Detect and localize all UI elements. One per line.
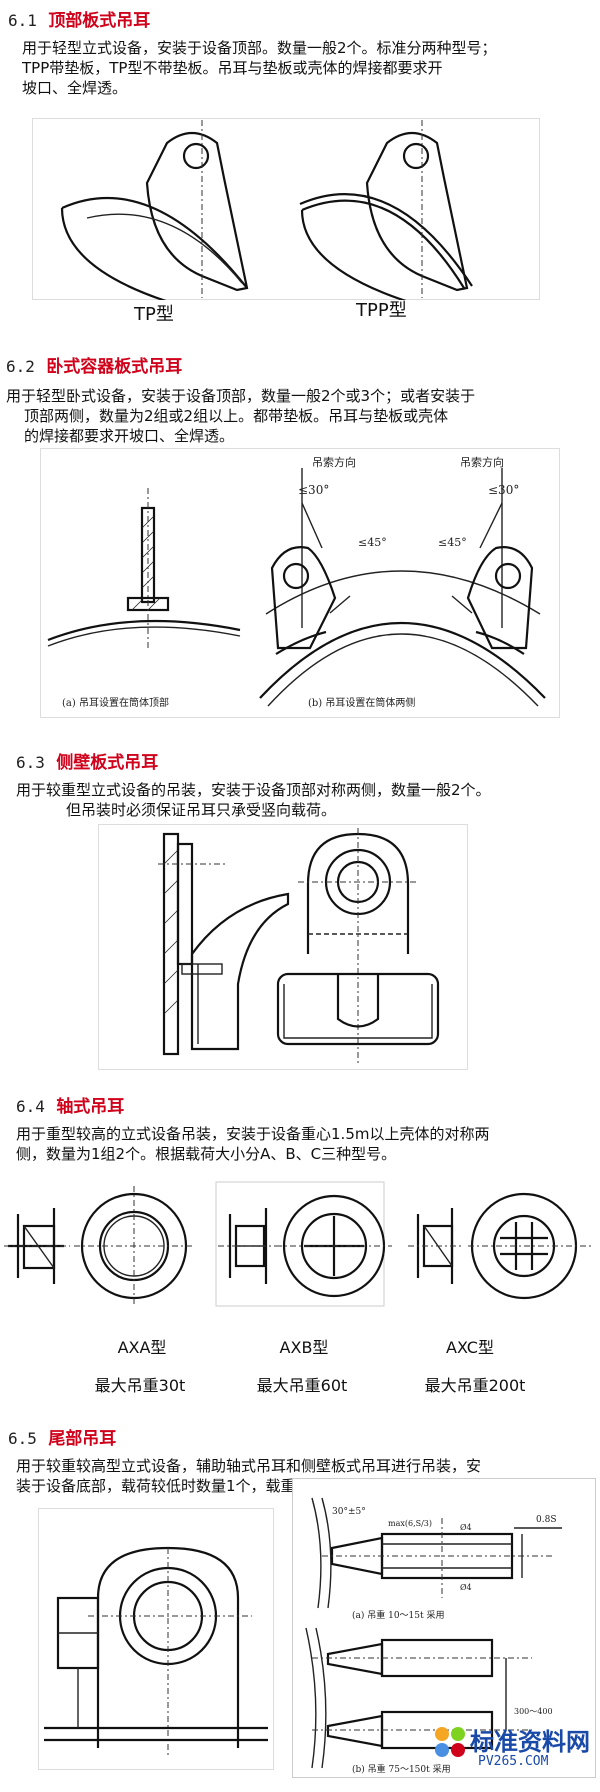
label-sling-direction-right: 吊索方向 [460,455,504,469]
dim-diameter-2: Ø4 [460,1583,472,1592]
figure-tailing-lug [38,1508,274,1770]
dim-spacing-range: 300～400 [514,1707,553,1716]
label-angle-45-right: ≤45° [438,536,467,549]
axb-trunnion-drawing [218,1194,392,1298]
text-line: 侧，数量为1组2个。根据载荷大小分A、B、C三种型号。 [16,1145,397,1163]
section-title: 顶部板式吊耳 [48,11,151,31]
text-line: 用于重型较高的立式设备吊装，安装于设备重心1.5m以上壳体的对称两 [16,1125,490,1143]
text-line: 坡口、全焊透。 [22,79,128,97]
section-6-1-heading: 6.1 顶部板式吊耳 [8,6,150,31]
figure-top-plate-lugs [32,118,540,300]
section-6-3-heading: 6.3 侧壁板式吊耳 [16,748,158,773]
axc-trunnion-drawing [408,1192,592,1300]
dim-max: max(6,S/3) [388,1519,432,1528]
section-6-5-heading: 6.5 尾部吊耳 [8,1424,116,1449]
text-line: 装于设备底部，载荷较低时数量1个，载重时2个并联。 [16,1477,381,1495]
dim-diameter-1: Ø4 [460,1523,472,1532]
section-6-2-heading: 6.2 卧式容器板式吊耳 [6,352,182,377]
text-line: 顶部两侧，数量为2组或2组以上。都带垫板。吊耳与垫板或壳体 [24,407,449,425]
tpp-lug-drawing [299,120,473,300]
section-number: 6.4 [16,1097,45,1116]
watermark-site-name: 标准资料网 [470,1728,590,1756]
side-wall-lug-section-drawing [158,832,290,1056]
text-line: 用于轻型立式设备，安装于设备顶部。数量一般2个。标准分两种型号； [22,39,497,57]
section-6-3-text: 用于较重型立式设备的吊装，安装于设备顶部对称两侧，数量一般2个。 但吊装时必须保… [16,780,596,820]
vessel-side-lugs-drawing [259,468,546,707]
section-6-1-text: 用于轻型立式设备，安装于设备顶部。数量一般2个。标准分两种型号； TPP带垫板，… [22,38,594,98]
axa-trunnion-drawing [4,1186,194,1306]
section-6-4-heading: 6.4 轴式吊耳 [16,1092,124,1117]
figure-side-wall-lug [98,824,468,1070]
type-axa-name: AXA型 [117,1338,167,1357]
section-6-4-text: 用于重型较高的立式设备吊装，安装于设备重心1.5m以上壳体的对称两 侧，数量为1… [16,1124,596,1164]
type-axc-load: 最大吊重200t [424,1376,526,1395]
caption-detail-a: (a) 吊重 10～15t 采用 [352,1609,445,1621]
section-6-2-text: 用于轻型卧式设备，安装于设备顶部，数量一般2个或3个；或者安装于 顶部两侧，数量… [6,386,596,446]
side-wall-lug-front-drawing [276,828,440,1064]
tailing-lug-detail-a [311,1497,562,1609]
text-line: TPP带垫板，TP型不带垫板。吊耳与垫板或壳体的焊接都要求开 [22,59,443,77]
figure-horizontal-vessel-lugs: 吊索方向 吊索方向 ≤30° ≤30° ≤45° ≤45° (a) 吊耳设置在筒… [40,448,560,718]
label-angle-30-right: ≤30° [488,483,519,497]
section-number: 6.3 [16,753,45,772]
section-title: 轴式吊耳 [56,1097,125,1117]
section-number: 6.2 [6,357,35,376]
section-6-5-text: 用于较重较高型立式设备，辅助轴式吊耳和侧壁板式吊耳进行吊装，安 装于设备底部，载… [16,1456,596,1496]
label-sling-direction-left: 吊索方向 [312,455,356,469]
section-title: 尾部吊耳 [48,1429,117,1449]
tailing-lug-drawing [44,1546,268,1758]
type-axb-load: 最大吊重60t [256,1376,348,1395]
text-line: 用于较重型立式设备的吊装，安装于设备顶部对称两侧，数量一般2个。 [16,781,491,799]
type-axa-load: 最大吊重30t [94,1376,186,1395]
watermark-site-url: PV265.COM [478,1754,549,1769]
label-tp-type: TP型 [134,304,174,325]
caption-top-lug: (a) 吊耳设置在筒体顶部 [62,696,169,709]
caption-side-lugs: (b) 吊耳设置在筒体两侧 [308,696,415,709]
dim-thickness: 0.8S [536,1515,556,1525]
figure-trunnion-lugs [4,1178,596,1308]
watermark-logo-icon [430,1722,470,1762]
dim-bevel-angle: 30°±5° [332,1507,366,1517]
label-angle-45-left: ≤45° [358,536,387,549]
tp-lug-drawing [60,120,249,300]
section-title: 侧壁板式吊耳 [56,753,159,773]
text-line: 的焊接都要求开坡口、全焊透。 [24,427,235,445]
label-angle-30-left: ≤30° [298,483,329,497]
section-number: 6.1 [8,11,37,30]
label-tpp-type: TPP型 [356,300,407,321]
text-line: 但吊装时必须保证吊耳只承受竖向载荷。 [66,801,337,819]
type-axc-name: AXC型 [446,1338,494,1357]
section-number: 6.5 [8,1429,37,1448]
vessel-top-lug-drawing [47,488,241,648]
section-title: 卧式容器板式吊耳 [46,357,183,377]
text-line: 用于轻型卧式设备，安装于设备顶部，数量一般2个或3个；或者安装于 [6,387,476,405]
caption-detail-b: (b) 吊重 75～150t 采用 [352,1763,451,1775]
type-axb-name: AXB型 [279,1338,329,1357]
text-line: 用于较重较高型立式设备，辅助轴式吊耳和侧壁板式吊耳进行吊装，安 [16,1457,482,1475]
